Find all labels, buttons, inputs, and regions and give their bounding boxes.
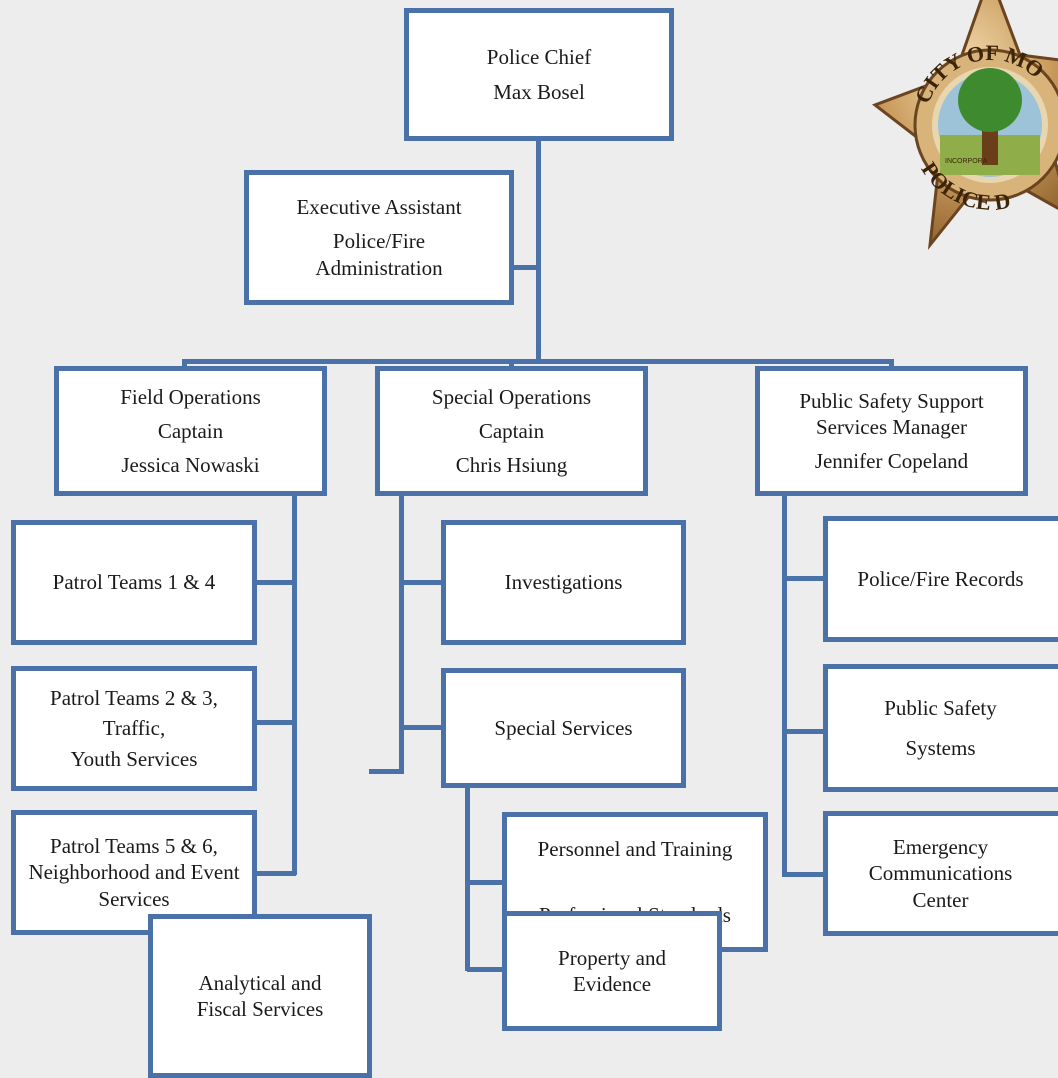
investigations-label: Investigations — [504, 570, 623, 595]
support-services-box: Public Safety Support Services Manager J… — [755, 366, 1028, 496]
patrol-23-line2: Traffic, — [102, 716, 166, 741]
connector-exec — [512, 265, 538, 270]
records-label: Police/Fire Records — [857, 566, 1024, 591]
analytical-fiscal-box: Analytical and Fiscal Services — [148, 914, 372, 1078]
connector-records — [784, 576, 826, 581]
patrol-23-line1: Patrol Teams 2 & 3, — [50, 686, 218, 711]
connector-services-spine — [465, 785, 470, 971]
exec-assistant-sub: Police/Fire Administration — [315, 229, 443, 280]
special-ops-line1: Special Operations — [431, 384, 592, 409]
connector-support-spine — [782, 493, 787, 877]
connector-ps-systems — [784, 729, 826, 734]
patrol-teams-1-4-box: Patrol Teams 1 & 4 — [11, 520, 257, 645]
field-ops-line2: Captain — [157, 418, 224, 443]
exec-assistant-box: Executive Assistant Police/Fire Administ… — [244, 170, 514, 305]
connector-horizontal — [182, 359, 894, 364]
patrol-23-line3: Youth Services — [70, 746, 198, 771]
ps-systems-line1: Public Safety — [884, 695, 997, 720]
connector-chief-down — [536, 140, 541, 362]
patrol-teams-2-3-box: Patrol Teams 2 & 3, Traffic, Youth Servi… — [11, 666, 257, 791]
personnel-line1: Personnel and Training — [537, 836, 733, 861]
analytical-label: Analytical and Fiscal Services — [196, 970, 324, 1021]
chief-title: Police Chief — [486, 45, 592, 70]
connector-support-drop — [889, 359, 894, 369]
exec-assistant-title: Executive Assistant — [296, 195, 462, 220]
connector-property — [467, 967, 505, 972]
connector-field-drop — [182, 359, 187, 369]
patrol-56-line2: Neighborhood and Event Services — [28, 860, 240, 911]
connector-special-drop — [509, 359, 514, 369]
police-fire-records-box: Police/Fire Records — [823, 516, 1058, 642]
ps-systems-line2: Systems — [905, 736, 976, 760]
special-ops-line3: Chris Hsiung — [455, 453, 568, 478]
emergency-communications-box: Emergency Communications Center — [823, 811, 1058, 936]
support-line2: Jennifer Copeland — [814, 449, 969, 474]
connector-patrol14 — [254, 580, 296, 585]
support-line1: Public Safety Support Services Manager — [799, 388, 984, 439]
field-ops-line3: Jessica Nowaski — [121, 453, 260, 478]
connector-patrol23 — [254, 720, 296, 725]
patrol-14-label: Patrol Teams 1 & 4 — [52, 570, 216, 595]
connector-field-spine — [292, 493, 297, 875]
special-services-box: Special Services — [441, 668, 686, 788]
field-operations-box: Field Operations Captain Jessica Nowaski — [54, 366, 327, 496]
connector-patrol56 — [254, 871, 296, 876]
connector-ecc — [784, 872, 826, 877]
chief-box: Police Chief Max Bosel — [404, 8, 674, 141]
connector-special-services — [402, 725, 444, 730]
badge-tree-crown — [958, 68, 1022, 132]
special-ops-line2: Captain — [478, 418, 545, 443]
investigations-box: Investigations — [441, 520, 686, 645]
public-safety-systems-box: Public Safety Systems — [823, 664, 1058, 792]
chief-name: Max Bosel — [493, 79, 585, 104]
police-badge-logo: CITY OF MO POLICE D INCORPORA — [871, 0, 1058, 250]
badge-banner-text: INCORPORA — [945, 158, 988, 165]
property-label: Property and Evidence — [558, 945, 666, 996]
connector-personnel — [467, 880, 505, 885]
ecc-label: Emergency Communications Center — [868, 835, 1013, 912]
connector-special-spine — [399, 493, 404, 773]
special-operations-box: Special Operations Captain Chris Hsiung — [375, 366, 648, 496]
special-services-label: Special Services — [494, 715, 633, 740]
patrol-teams-5-6-box: Patrol Teams 5 & 6, Neighborhood and Eve… — [11, 810, 257, 935]
patrol-56-line1: Patrol Teams 5 & 6, — [50, 834, 218, 859]
connector-analytical — [369, 769, 404, 774]
property-box: Property and Evidence — [502, 911, 722, 1031]
connector-investigations — [402, 580, 444, 585]
field-ops-line1: Field Operations — [120, 384, 261, 409]
